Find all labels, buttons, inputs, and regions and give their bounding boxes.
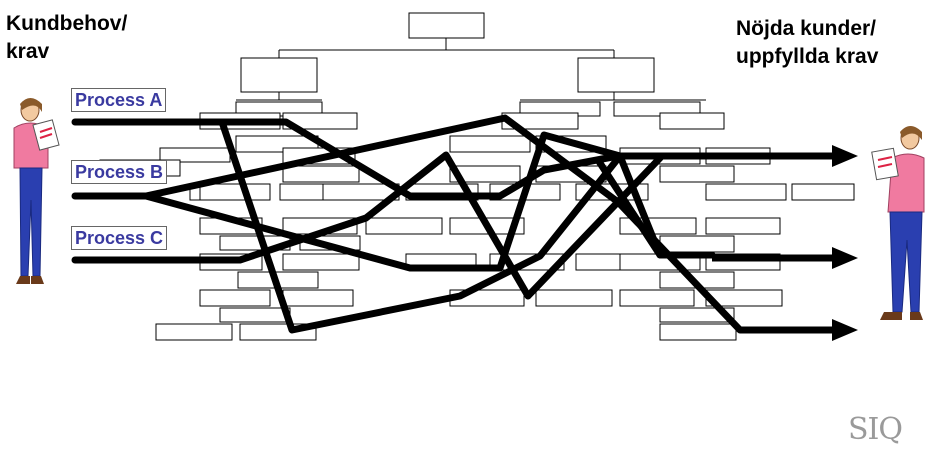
org-box-top — [409, 13, 484, 38]
customer-figure-left — [14, 98, 59, 284]
org-box-19 — [660, 166, 734, 182]
org-box-30 — [366, 218, 442, 234]
org-box-33 — [706, 218, 780, 234]
arrow-right-icon — [832, 319, 858, 341]
org-box-10 — [450, 136, 530, 152]
org-box-26 — [706, 184, 786, 200]
org-box-56 — [660, 324, 736, 340]
arrow-right-icon — [832, 247, 858, 269]
org-box-49 — [536, 290, 612, 306]
process-c-label: Process C — [71, 226, 167, 250]
customer-figure-right — [872, 126, 924, 320]
org-box-level1 — [578, 58, 654, 92]
org-box-41 — [283, 254, 359, 270]
process-b-label: Process B — [71, 160, 167, 184]
org-box-20 — [200, 184, 270, 200]
process-a-label: Process A — [71, 88, 166, 112]
arrow-right-icon — [832, 145, 858, 167]
org-box-39 — [660, 236, 734, 252]
org-box-54 — [156, 324, 232, 340]
org-box-27 — [792, 184, 854, 200]
org-box-50 — [620, 290, 694, 306]
org-box-6 — [660, 113, 724, 129]
org-box-52 — [220, 308, 290, 322]
org-box-16 — [283, 166, 359, 182]
org-box-level1 — [241, 58, 317, 92]
org-box-47 — [283, 290, 353, 306]
org-box-46 — [200, 290, 270, 306]
siq-logo: SIQ — [848, 412, 902, 447]
